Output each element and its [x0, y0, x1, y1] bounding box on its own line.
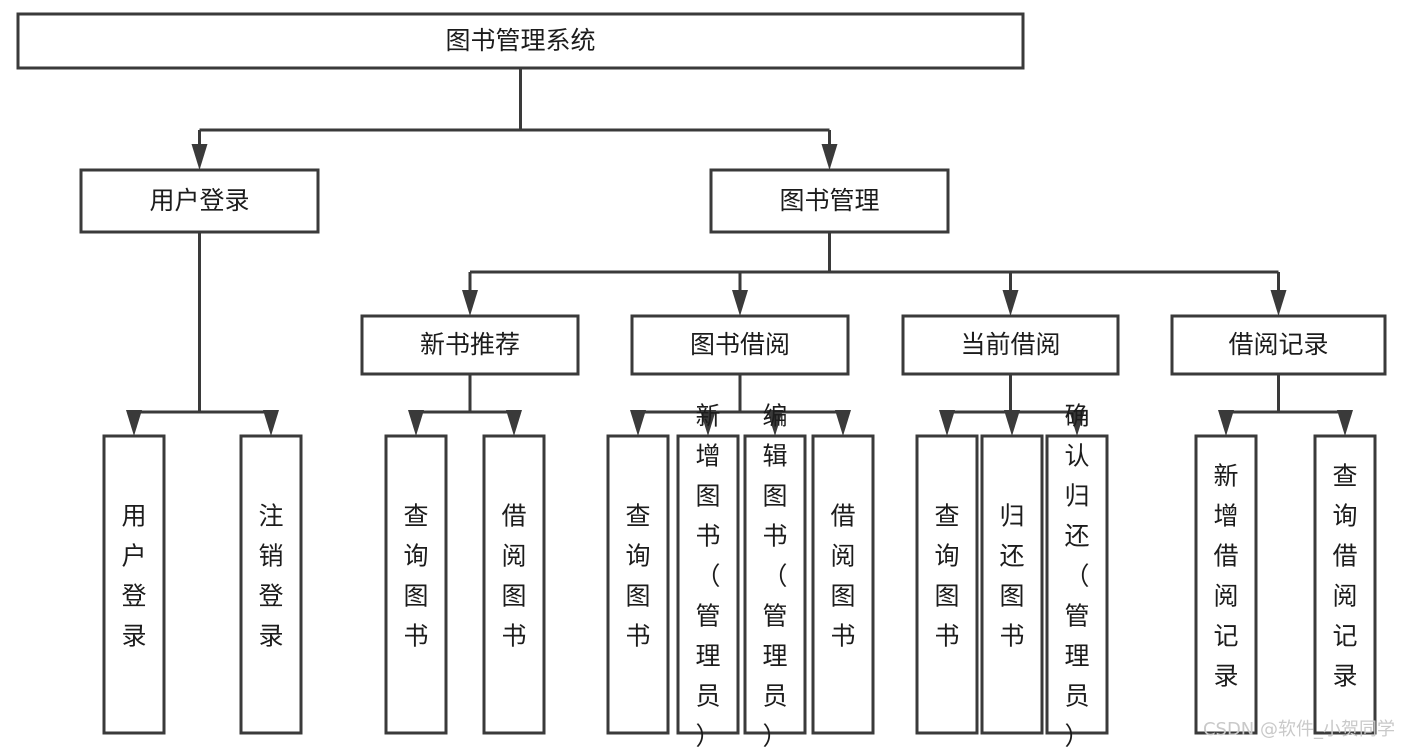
node-box[interactable] — [676, 434, 740, 735]
connector-layer — [126, 68, 1353, 436]
arrow-head-icon — [700, 410, 716, 436]
node-l3-d1[interactable]: 查询图书 — [915, 434, 979, 735]
node-label: 用户登录 — [121, 502, 146, 651]
arrow-head-icon — [1337, 410, 1353, 436]
node-l2-current-borrow[interactable]: 当前借阅 — [901, 314, 1120, 376]
arrow-head-icon — [835, 410, 851, 436]
node-l1-user-login[interactable]: 用户登录 — [79, 168, 320, 234]
node-box[interactable] — [384, 434, 448, 735]
node-label: 查询图书 — [934, 502, 959, 651]
arrow-head-icon — [732, 290, 748, 316]
csdn-watermark: CSDN @软件_小贺同学 — [1202, 719, 1395, 740]
node-box[interactable] — [606, 434, 670, 735]
node-l3-d2[interactable]: 归还图书 — [980, 434, 1044, 735]
connector-group-l2_current_borrow — [939, 374, 1085, 436]
node-label: 新增图书（管理员） — [695, 402, 720, 747]
connector-group-root — [191, 68, 838, 170]
node-l3-d3[interactable]: 确认归还（管理员） — [1045, 402, 1109, 747]
arrow-head-icon — [821, 144, 838, 170]
arrow-head-icon — [767, 410, 783, 436]
node-label: 归还图书 — [999, 502, 1024, 651]
node-label: 图书管理系统 — [445, 26, 595, 55]
arrow-head-icon — [462, 290, 478, 316]
node-l2-book-borrow[interactable]: 图书借阅 — [630, 314, 850, 376]
arrow-head-icon — [1270, 290, 1287, 316]
node-l3-b1[interactable]: 查询图书 — [384, 434, 448, 735]
node-label: 确认归还（管理员） — [1064, 402, 1089, 747]
node-label: 当前借阅 — [960, 330, 1060, 359]
node-l3-c4[interactable]: 借阅图书 — [811, 434, 875, 735]
arrow-head-icon — [408, 410, 424, 436]
node-label: 查询借阅记录 — [1332, 462, 1357, 691]
node-box[interactable] — [16, 12, 1025, 70]
node-box[interactable] — [709, 168, 950, 234]
node-label: 借阅图书 — [501, 502, 526, 651]
node-l3-c3[interactable]: 编辑图书（管理员） — [743, 402, 807, 747]
node-l3-c1[interactable]: 查询图书 — [606, 434, 670, 735]
node-l3-e1[interactable]: 新增借阅记录 — [1194, 434, 1258, 735]
arrow-head-icon — [1002, 290, 1019, 316]
node-label: 注销登录 — [258, 502, 283, 651]
node-box[interactable] — [1313, 434, 1377, 735]
arrow-head-icon — [1218, 410, 1234, 436]
arrow-head-icon — [1004, 410, 1020, 436]
node-label: 用户登录 — [149, 186, 249, 215]
node-box[interactable] — [915, 434, 979, 735]
node-box[interactable] — [901, 314, 1120, 376]
node-l3-b2[interactable]: 借阅图书 — [482, 434, 546, 735]
node-label: 借阅记录 — [1228, 330, 1328, 359]
node-box[interactable] — [79, 168, 320, 234]
node-box[interactable] — [482, 434, 546, 735]
node-l2-new-book-rec[interactable]: 新书推荐 — [360, 314, 580, 376]
connector-group-l1_user_login — [126, 232, 279, 436]
node-box[interactable] — [102, 434, 166, 735]
node-label: 查询图书 — [403, 502, 428, 651]
node-box[interactable] — [1045, 434, 1109, 735]
connector-group-l1_book_manage — [462, 232, 1287, 316]
node-l3-e2[interactable]: 查询借阅记录 — [1313, 434, 1377, 735]
connector-group-l2_book_borrow — [630, 374, 851, 436]
node-label: 查询图书 — [625, 502, 650, 651]
node-box[interactable] — [1194, 434, 1258, 735]
node-box[interactable] — [360, 314, 580, 376]
arrow-head-icon — [506, 410, 522, 436]
node-l1-book-manage[interactable]: 图书管理 — [709, 168, 950, 234]
arrow-head-icon — [1069, 410, 1085, 436]
arrow-head-icon — [939, 410, 955, 436]
node-box[interactable] — [1170, 314, 1387, 376]
arrow-head-icon — [191, 144, 208, 170]
arrow-head-icon — [126, 410, 142, 436]
node-l2-borrow-record[interactable]: 借阅记录 — [1170, 314, 1387, 376]
node-label: 编辑图书（管理员） — [762, 402, 787, 747]
node-layer: 图书管理系统用户登录图书管理新书推荐图书借阅当前借阅借阅记录用户登录注销登录查询… — [16, 12, 1387, 747]
node-label: 新书推荐 — [420, 330, 520, 359]
node-box[interactable] — [980, 434, 1044, 735]
connector-group-l2_borrow_record — [1218, 374, 1353, 436]
node-label: 图书管理 — [779, 186, 879, 215]
node-l3-a1[interactable]: 用户登录 — [102, 434, 166, 735]
node-l3-a2[interactable]: 注销登录 — [239, 434, 303, 735]
node-box[interactable] — [811, 434, 875, 735]
node-root[interactable]: 图书管理系统 — [16, 12, 1025, 70]
node-label: 图书借阅 — [690, 330, 790, 359]
arrow-head-icon — [263, 410, 279, 436]
arrow-head-icon — [630, 410, 646, 436]
node-box[interactable] — [239, 434, 303, 735]
node-box[interactable] — [743, 434, 807, 735]
connector-group-l2_new_book_rec — [408, 374, 522, 436]
node-l3-c2[interactable]: 新增图书（管理员） — [676, 402, 740, 747]
node-label: 借阅图书 — [830, 502, 855, 651]
node-box[interactable] — [630, 314, 850, 376]
node-label: 新增借阅记录 — [1213, 462, 1238, 691]
